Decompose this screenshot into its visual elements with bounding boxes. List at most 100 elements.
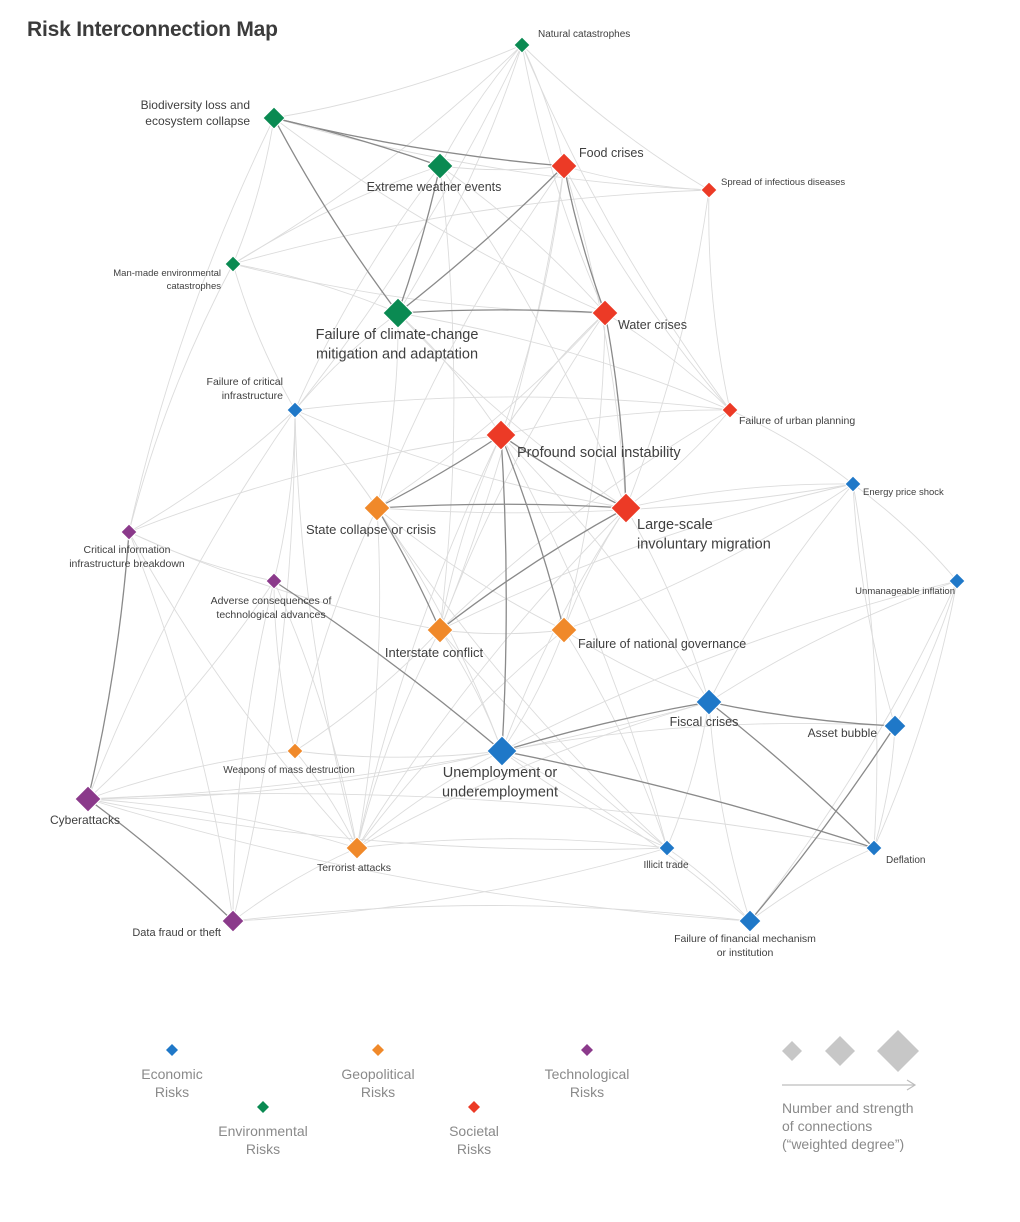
strong-link-food-crises-water-crises (563, 165, 606, 314)
link-unmanageable-inflation-deflation (873, 580, 958, 849)
link-info-infrastructure-breakdown-terrorist-attacks (128, 531, 358, 849)
link-unemployment-weapons-mass-destruction (294, 750, 503, 758)
node-label-illicit-trade: Illicit trade (643, 860, 688, 871)
node-label-line: Failure of financial mechanism (674, 933, 816, 945)
node-social-instability[interactable] (485, 419, 517, 451)
link-cyberattacks-financial-mechanism-failure (87, 798, 751, 922)
node-man-made-catastrophes[interactable] (224, 255, 242, 273)
node-urban-planning[interactable] (721, 401, 739, 419)
link-national-governance-illicit-trade (563, 629, 668, 849)
node-infectious-diseases[interactable] (700, 181, 718, 199)
node-financial-mechanism-failure[interactable] (738, 909, 762, 933)
node-label-line: Interstate conflict (385, 645, 484, 660)
link-energy-price-shock-deflation (852, 483, 878, 849)
node-adverse-tech[interactable] (265, 572, 283, 590)
link-energy-price-shock-unmanageable-inflation (852, 483, 958, 582)
link-cyberattacks-terrorist-attacks (87, 798, 358, 849)
node-info-infrastructure-breakdown[interactable] (120, 523, 138, 541)
node-label-food-crises: Food crises (579, 146, 644, 160)
node-label-line: infrastructure breakdown (69, 558, 185, 570)
link-fiscal-crises-financial-mechanism-failure (708, 701, 751, 922)
link-data-fraud-illicit-trade (232, 847, 668, 922)
link-food-crises-involuntary-migration (563, 165, 627, 509)
legend-label-line: Economic (141, 1066, 202, 1082)
node-state-collapse[interactable] (363, 494, 391, 522)
size-legend-diamond-3 (877, 1030, 919, 1072)
link-info-infrastructure-breakdown-adverse-tech (128, 531, 275, 582)
node-label-line: Profound social instability (517, 445, 681, 461)
link-state-collapse-illicit-trade (376, 507, 668, 849)
node-asset-bubble[interactable] (883, 714, 907, 738)
node-label-line: involuntary migration (637, 537, 771, 553)
node-critical-infrastructure[interactable] (286, 401, 304, 419)
link-natural-catastrophes-water-crises (521, 44, 606, 314)
link-climate-change-failure-involuntary-migration (397, 312, 627, 509)
node-cyberattacks[interactable] (74, 785, 102, 813)
node-label-social-instability: Profound social instability (517, 445, 681, 461)
page-title: Risk Interconnection Map (27, 18, 278, 41)
strong-link-adverse-tech-unemployment (273, 580, 503, 752)
link-natural-catastrophes-food-crises (521, 44, 565, 167)
node-energy-price-shock[interactable] (844, 475, 862, 493)
link-biodiversity-loss-man-made-catastrophes (232, 117, 275, 265)
link-state-collapse-national-governance (376, 507, 565, 631)
node-label-line: infrastructure (222, 390, 283, 402)
node-biodiversity-loss[interactable] (262, 106, 286, 130)
link-social-instability-terrorist-attacks (356, 434, 502, 849)
node-data-fraud[interactable] (221, 909, 245, 933)
node-interstate-conflict[interactable] (426, 616, 454, 644)
link-urban-planning-social-instability (500, 409, 731, 436)
node-natural-catastrophes[interactable] (513, 36, 531, 54)
link-social-instability-interstate-conflict (439, 434, 502, 631)
node-label-line: State collapse or crisis (306, 522, 437, 537)
size-legend-caption-line: of connections (782, 1118, 872, 1134)
node-label-line: or institution (717, 947, 774, 959)
link-illicit-trade-financial-mechanism-failure (666, 847, 751, 922)
node-label-cyberattacks: Cyberattacks (50, 813, 120, 827)
link-natural-catastrophes-critical-infrastructure (294, 44, 523, 411)
node-climate-change-failure[interactable] (382, 297, 414, 329)
node-water-crises[interactable] (591, 299, 619, 327)
node-label-line: Data fraud or theft (132, 927, 221, 939)
link-national-governance-energy-price-shock (563, 483, 854, 631)
node-involuntary-migration[interactable] (610, 492, 642, 524)
link-critical-infrastructure-urban-planning (294, 396, 731, 411)
node-fiscal-crises[interactable] (695, 688, 723, 716)
link-interstate-conflict-terrorist-attacks (356, 629, 441, 849)
link-terrorist-attacks-data-fraud (232, 847, 358, 922)
strong-link-biodiversity-loss-food-crises (273, 117, 565, 167)
link-fiscal-crises-terrorist-attacks (356, 701, 710, 849)
node-label-terrorist-attacks: Terrorist attacks (317, 862, 391, 874)
node-label-weapons-mass-destruction: Weapons of mass destruction (223, 765, 355, 776)
node-terrorist-attacks[interactable] (345, 836, 369, 860)
link-adverse-tech-critical-infrastructure (273, 409, 296, 582)
node-deflation[interactable] (865, 839, 883, 857)
node-food-crises[interactable] (550, 152, 578, 180)
link-energy-price-shock-interstate-conflict (439, 483, 854, 631)
link-natural-catastrophes-infectious-diseases (521, 44, 710, 191)
legend-label-line: Technological (545, 1066, 630, 1082)
node-label-unmanageable-inflation: Unmanageable inflation (855, 586, 955, 597)
node-label-fiscal-crises: Fiscal crises (670, 715, 739, 729)
link-water-crises-urban-planning (604, 312, 731, 411)
link-extreme-weather-man-made-catastrophes (232, 165, 441, 265)
link-critical-infrastructure-data-fraud (232, 409, 296, 922)
link-urban-planning-involuntary-migration (625, 409, 731, 509)
strong-link-unemployment-fiscal-crises (501, 701, 710, 752)
node-label-line: Failure of urban planning (739, 415, 855, 427)
node-national-governance[interactable] (550, 616, 578, 644)
node-illicit-trade[interactable] (658, 839, 676, 857)
node-label-line: Critical information (84, 544, 171, 556)
link-urban-planning-energy-price-shock (729, 409, 854, 485)
node-weapons-mass-destruction[interactable] (286, 742, 304, 760)
legend-label-line: Environmental (218, 1123, 308, 1139)
node-unemployment[interactable] (486, 735, 518, 767)
node-unmanageable-inflation[interactable] (948, 572, 966, 590)
strong-link-social-instability-national-governance (500, 434, 565, 631)
node-extreme-weather[interactable] (426, 152, 454, 180)
node-label-water-crises: Water crises (618, 318, 687, 332)
